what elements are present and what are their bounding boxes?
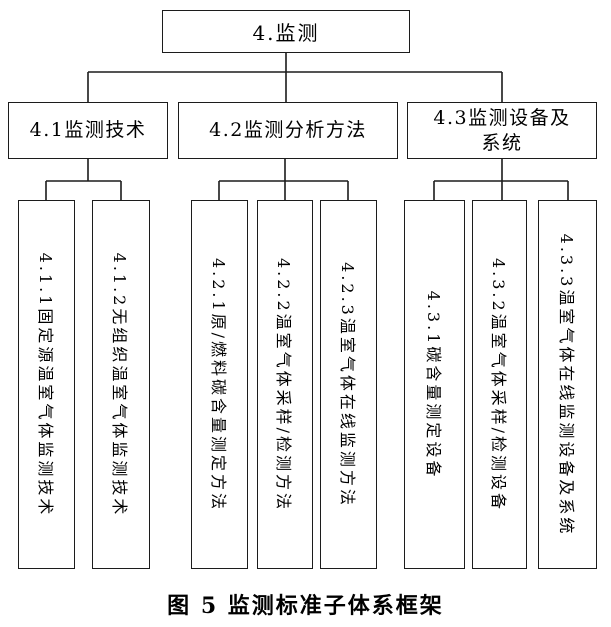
node-branch-4-3: 4.3监测设备及 系统: [407, 102, 597, 159]
node-leaf-4-3-1: 4.3.1碳含量测定设备: [404, 200, 465, 569]
node-branch-4-1: 4.1监测技术: [8, 102, 168, 159]
node-leaf-4-1-1: 4.1.1固定源温室气体监测技术: [18, 200, 75, 569]
leaf-label: 4.3.1碳含量测定设备: [423, 290, 443, 479]
leaf-label: 4.2.1原/燃料碳含量测定方法: [208, 257, 228, 512]
node-root: 4.监测: [162, 10, 410, 53]
node-leaf-4-3-3: 4.3.3温室气体在线监测设备及系统: [538, 200, 597, 569]
node-leaf-4-2-2: 4.2.2温室气体采样/检测方法: [257, 200, 313, 569]
node-leaf-4-2-3: 4.2.3温室气体在线监测方法: [320, 200, 377, 569]
leaf-label: 4.2.3温室气体在线监测方法: [337, 261, 357, 508]
node-leaf-4-1-2: 4.1.2无组织温室气体监测技术: [92, 200, 150, 569]
leaf-label: 4.1.2无组织温室气体监测技术: [110, 252, 129, 517]
leaf-label: 4.3.2温室气体采样/检测设备: [488, 257, 508, 512]
node-branch-4-2: 4.2监测分析方法: [178, 102, 398, 159]
node-leaf-4-2-1: 4.2.1原/燃料碳含量测定方法: [191, 200, 248, 569]
node-leaf-4-3-2: 4.3.2温室气体采样/检测设备: [472, 200, 527, 569]
leaf-label: 4.2.2温室气体采样/检测方法: [274, 257, 293, 512]
leaf-label: 4.1.1固定源温室气体监测技术: [35, 252, 55, 517]
leaf-label: 4.3.3温室气体在线监测设备及系统: [556, 233, 576, 536]
figure-caption: 图 5 监测标准子体系框架: [167, 593, 444, 619]
